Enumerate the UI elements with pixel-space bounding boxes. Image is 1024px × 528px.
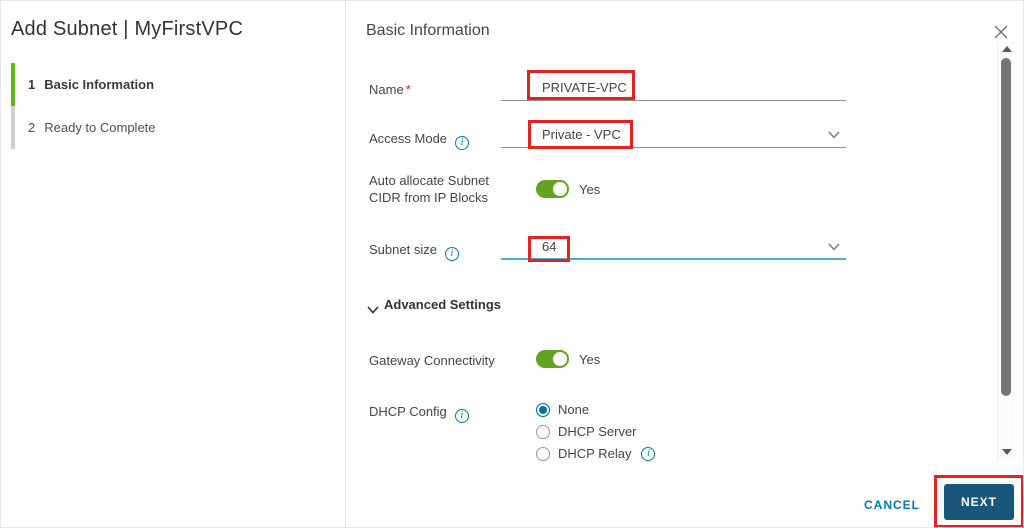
step-number: 2: [28, 120, 36, 135]
wizard-steps: 1 Basic Information 2 Ready to Complete: [11, 63, 311, 149]
radio-icon: [536, 424, 550, 439]
info-icon[interactable]: i: [444, 247, 459, 261]
chevron-down-icon: [828, 131, 840, 139]
chevron-down-icon: [367, 301, 379, 314]
toggle-knob: [553, 352, 567, 366]
access-mode-value: Private - VPC: [542, 127, 621, 142]
required-asterisk: *: [405, 82, 411, 97]
access-mode-select[interactable]: Private - VPC: [501, 122, 846, 148]
next-button[interactable]: NEXT: [944, 484, 1014, 520]
scroll-down-arrow-icon[interactable]: [1002, 449, 1012, 455]
info-icon[interactable]: i: [641, 446, 656, 461]
cancel-button[interactable]: CANCEL: [864, 498, 920, 512]
subnet-size-value: 64: [542, 239, 557, 254]
auto-allocate-toggle[interactable]: [536, 180, 569, 198]
step-number: 1: [28, 77, 36, 92]
toggle-knob: [553, 182, 567, 196]
close-icon[interactable]: [992, 23, 1010, 41]
advanced-settings-expander[interactable]: Advanced Settings: [367, 297, 502, 314]
gateway-connectivity-toggle[interactable]: [536, 350, 569, 368]
subnet-size-select[interactable]: 64: [501, 234, 846, 260]
name-input[interactable]: [501, 74, 846, 100]
wizard-sidebar: Add Subnet | MyFirstVPC 1 Basic Informat…: [1, 1, 346, 527]
radio-selected-icon: [536, 402, 550, 417]
step-label: Basic Information: [44, 77, 155, 92]
gateway-connectivity-label: Gateway Connectivity: [369, 353, 495, 368]
name-label: Name*: [369, 82, 411, 97]
gateway-toggle-state: Yes: [579, 352, 601, 367]
wizard-step-basic-information[interactable]: 1 Basic Information: [11, 63, 311, 106]
dhcp-radio-relay[interactable]: DHCP Relay i: [536, 446, 656, 461]
scroll-up-arrow-icon[interactable]: [1002, 46, 1012, 52]
dhcp-radio-none[interactable]: None: [536, 402, 589, 417]
step-label: Ready to Complete: [44, 120, 156, 135]
radio-icon: [536, 446, 550, 461]
scrollbar-thumb[interactable]: [1001, 58, 1011, 396]
auto-allocate-toggle-state: Yes: [579, 182, 601, 197]
info-icon[interactable]: i: [454, 409, 469, 423]
dhcp-radio-server[interactable]: DHCP Server: [536, 424, 637, 439]
name-field-wrap: [501, 74, 846, 101]
info-icon[interactable]: i: [455, 136, 470, 150]
page-title: Basic Information: [366, 22, 490, 39]
auto-allocate-label: Auto allocate Subnet CIDR from IP Blocks: [369, 173, 489, 205]
wizard-step-ready-to-complete[interactable]: 2 Ready to Complete: [11, 106, 311, 149]
chevron-down-icon: [828, 243, 840, 251]
dialog-title: Add Subnet | MyFirstVPC: [11, 18, 244, 40]
advanced-settings-label: Advanced Settings: [384, 297, 502, 312]
